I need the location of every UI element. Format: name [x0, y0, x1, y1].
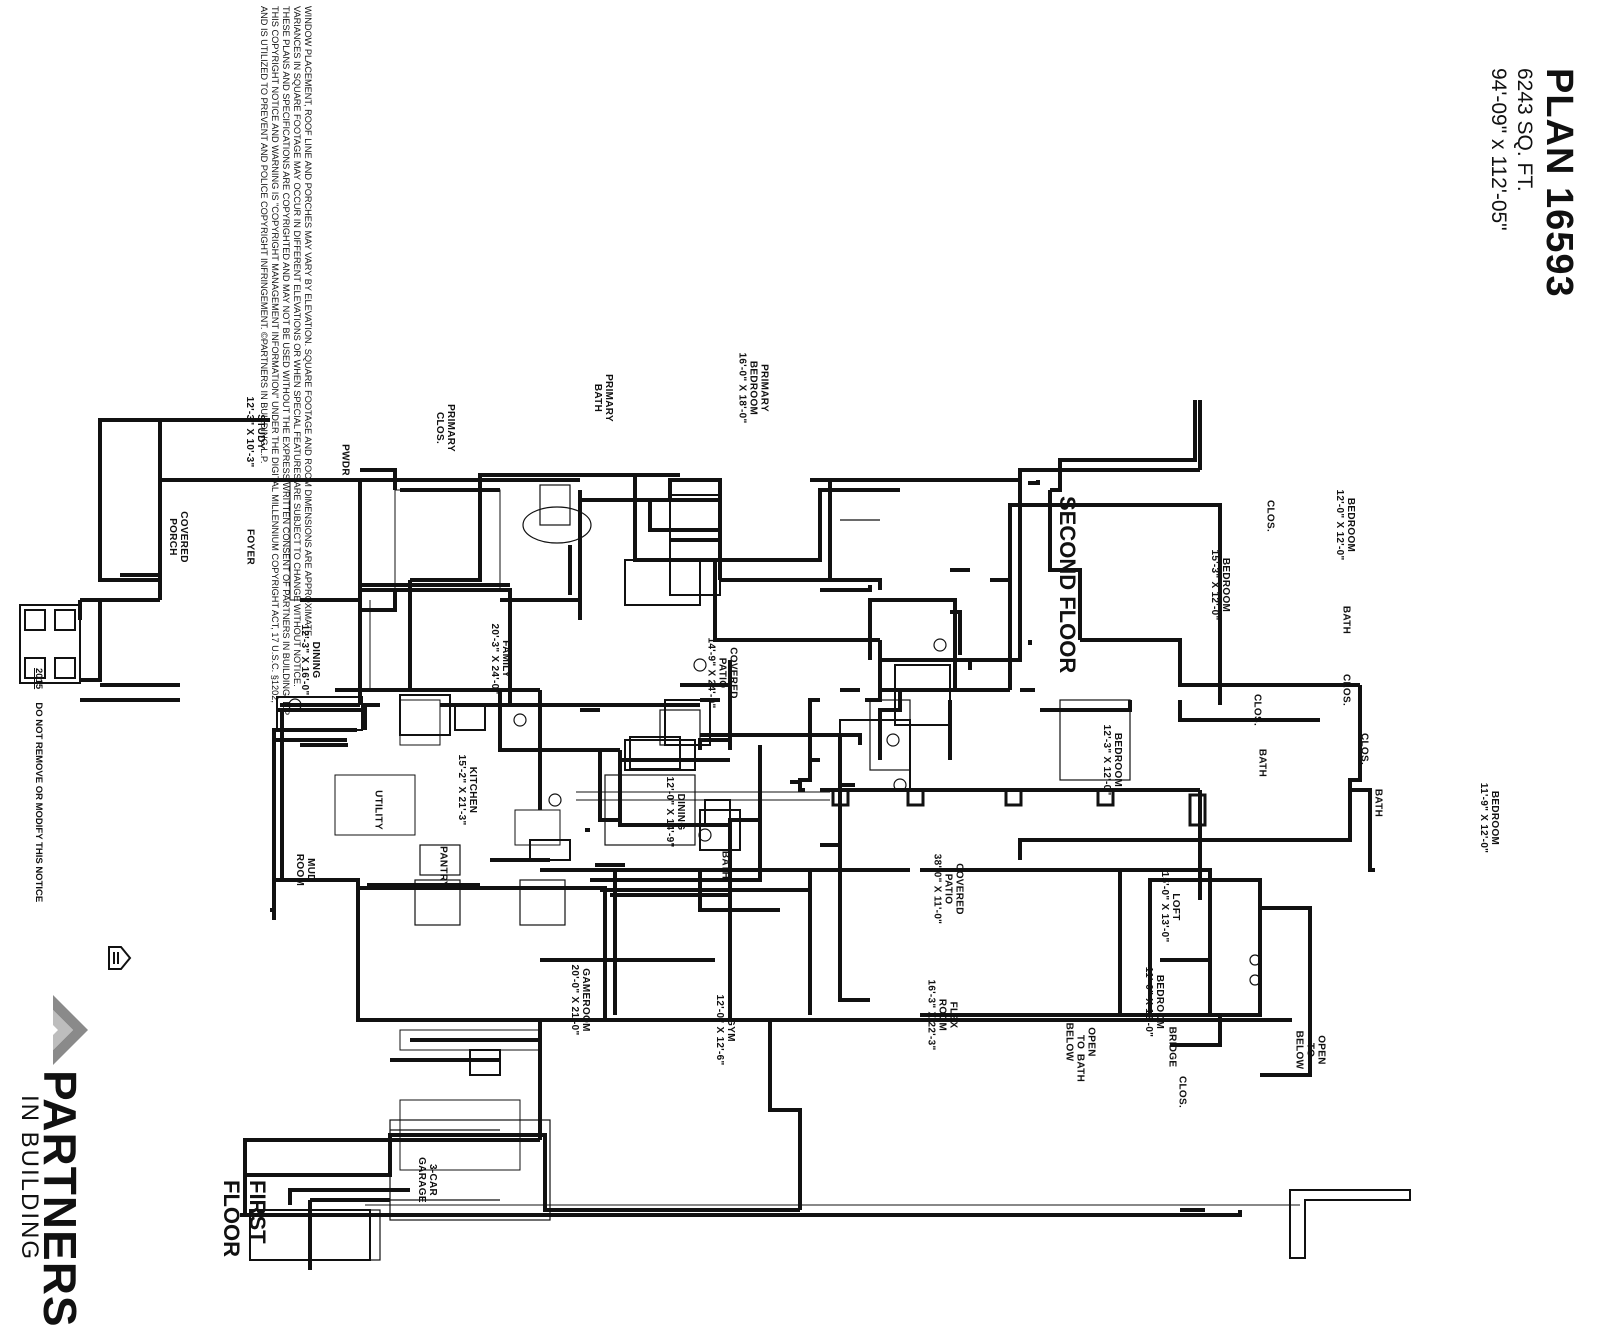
- partners-logo: PARTNERS IN BUILDING: [13, 985, 93, 1328]
- room-bedroom-d: BEDROOM 11'-9" X 12'-0": [1478, 782, 1500, 854]
- second-floor-fixtures: [249, 638, 1131, 1261]
- room-loft: LOFT 15'-0" X 13'-0": [1159, 871, 1181, 943]
- room-covered-porch: COVERED PORCH: [167, 511, 189, 563]
- room-open-below-a: OPEN TO BELOW: [1293, 1030, 1327, 1070]
- room-covered-patio-side: COVERED PATIO 14'-9" X 24'-0": [705, 637, 739, 709]
- room-pwdr: PWDR: [339, 444, 351, 476]
- room-foyer: FOYER: [244, 529, 256, 565]
- notice-line: VARIANCES IN SQUARE FOOTAGE MAY OCCUR IN…: [292, 6, 302, 687]
- room-bedroom-c: BEDROOM 12'-3" X 12'-0": [1101, 724, 1123, 796]
- room-primary-clos: PRIMARY CLOS.: [434, 404, 456, 452]
- room-bedroom-b: BEDROOM 15'-3" X 12'-0": [1209, 549, 1231, 621]
- room-family: FAMILY 20'-3" X 24'-0": [489, 623, 511, 695]
- room-gym: GYM 12'-0" X 12'-6": [714, 994, 736, 1066]
- room-bedroom-first: BEDROOM 11'-0" X 12'-0": [1143, 966, 1165, 1038]
- room-garage: 3-CAR GARAGE: [416, 1157, 438, 1203]
- room-covered-patio-top: COVERED PATIO 38'-0" X 11'-0": [931, 853, 965, 925]
- room-bath-c: BATH: [1372, 788, 1384, 818]
- room-pantry: PANTRY: [437, 846, 449, 888]
- logo-tagline: IN BUILDING: [16, 1095, 43, 1262]
- copyright-year: 2015: [33, 668, 44, 690]
- floor-plan-sheet: PLAN 16593 6243 SQ. FT. 94'-09" x 112'-0…: [13, 6, 1580, 1328]
- first-floor-fixtures: [288, 484, 1261, 986]
- notice-line: THIS COPYRIGHT NOTICE AND WARNING IS "CO…: [270, 6, 280, 703]
- copyright-row: 2015 DO NOT REMOVE OR MODIFY THIS NOTICE: [33, 668, 44, 902]
- first-floor-walls: [19, 418, 1411, 1259]
- room-clos-c: CLOS.: [1251, 693, 1263, 727]
- room-kitchen: KITCHEN 15'-2" X 21'-3": [456, 754, 478, 826]
- room-bath-a: BATH: [1340, 605, 1352, 635]
- room-primary-bath: PRIMARY BATH: [592, 374, 614, 422]
- rotated-canvas: PLAN 16593 6243 SQ. FT. 94'-09" x 112'-0…: [13, 6, 1580, 1328]
- room-bedroom-a: BEDROOM 12'-0" X 12'-0": [1334, 489, 1356, 561]
- room-bath-kitchen: BATH: [719, 850, 731, 880]
- logo-name: PARTNERS: [34, 1070, 86, 1328]
- room-gameroom: GAMEROOM 20'-0" X 21'-0": [569, 964, 591, 1036]
- room-clos-flex: CLOS.: [1176, 1075, 1188, 1109]
- room-clos-a: CLOS.: [1264, 499, 1276, 533]
- copyright-notice: WINDOW PLACEMENT, ROOF LINE AND PORCHES …: [258, 6, 313, 936]
- notice-line: AND IS UTILIZED TO PREVENT AND POLICE CO…: [259, 6, 269, 464]
- notice-line: THESE PLANS AND SPECIFICATIONS ARE COPYR…: [281, 6, 291, 717]
- room-clos-b: CLOS.: [1340, 673, 1352, 707]
- room-utility: UTILITY: [372, 790, 384, 830]
- room-open-below-b: OPEN TO BELOW: [1063, 1022, 1097, 1062]
- room-flex: FLEX ROOM 16'-3" X 22'-3": [925, 979, 959, 1051]
- notice-warning: DO NOT REMOVE OR MODIFY THIS NOTICE: [33, 702, 44, 903]
- room-bridge: BRIDGE: [1166, 1026, 1178, 1068]
- room-bath-b: BATH: [1256, 748, 1268, 778]
- floor-plan-drawing: [19, 400, 1411, 1270]
- notice-line: WINDOW PLACEMENT, ROOF LINE AND PORCHES …: [303, 6, 313, 639]
- room-primary-bedroom: PRIMARY BEDROOM 16'-0" X 18'-0": [736, 352, 770, 424]
- room-clos-d: CLOS.: [1358, 732, 1370, 766]
- room-dining-kitchen: DINING 12'-0" X 14'-9": [664, 776, 686, 848]
- logo-chevron-icon: [53, 995, 88, 1065]
- equal-housing-icon: [108, 946, 132, 970]
